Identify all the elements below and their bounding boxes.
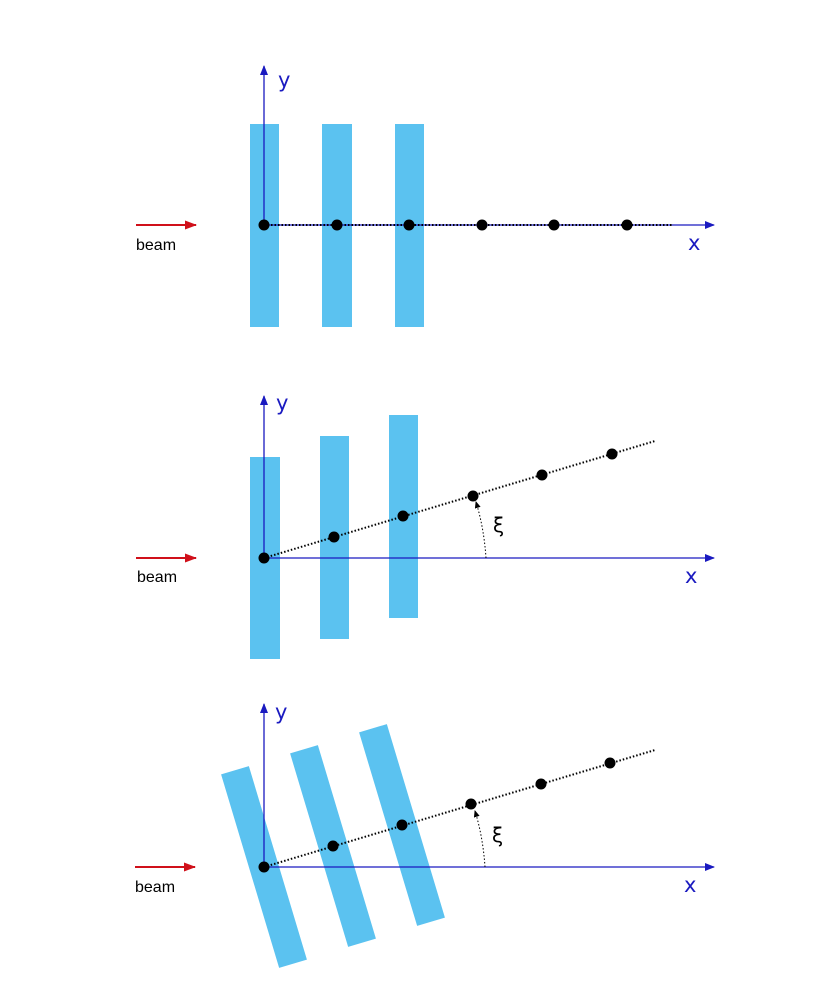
- angle-arc: [473, 810, 486, 868]
- hit-point: [536, 469, 548, 481]
- particle-track: [263, 440, 656, 559]
- hit-point: [604, 757, 616, 769]
- panel-2-track-tilted: beam y x ξ: [136, 391, 715, 659]
- x-axis-label: x: [685, 564, 697, 588]
- hit-point: [258, 552, 270, 564]
- hit-point: [396, 819, 408, 831]
- particle-track: [263, 749, 656, 868]
- angle-label: ξ: [492, 823, 503, 847]
- hit-point: [467, 490, 479, 502]
- beam-label: beam: [137, 569, 177, 586]
- hit-point: [327, 840, 339, 852]
- hit-point: [476, 219, 488, 231]
- hit-point: [465, 798, 477, 810]
- hit-point: [606, 448, 618, 460]
- y-axis-label: y: [276, 391, 288, 415]
- y-axis-label: y: [275, 700, 287, 724]
- hit-point: [331, 219, 343, 231]
- panel-1-no-tilt: beam y x: [136, 65, 715, 327]
- hit-point: [258, 861, 270, 873]
- hit-point: [548, 219, 560, 231]
- hit-point: [328, 531, 340, 543]
- hit-point: [403, 219, 415, 231]
- hit-point: [621, 219, 633, 231]
- y-axis-label: y: [278, 68, 290, 92]
- x-axis-label: x: [684, 873, 696, 897]
- hit-point: [397, 510, 409, 522]
- x-axis-label: x: [688, 231, 700, 255]
- beam-label: beam: [136, 237, 176, 254]
- beam-label: beam: [135, 879, 175, 896]
- hit-point: [258, 219, 270, 231]
- hit-point: [535, 778, 547, 790]
- angle-label: ξ: [493, 513, 504, 537]
- panel-3-track-and-plates-tilted: beam y x ξ: [135, 700, 715, 968]
- angle-arc: [474, 501, 487, 559]
